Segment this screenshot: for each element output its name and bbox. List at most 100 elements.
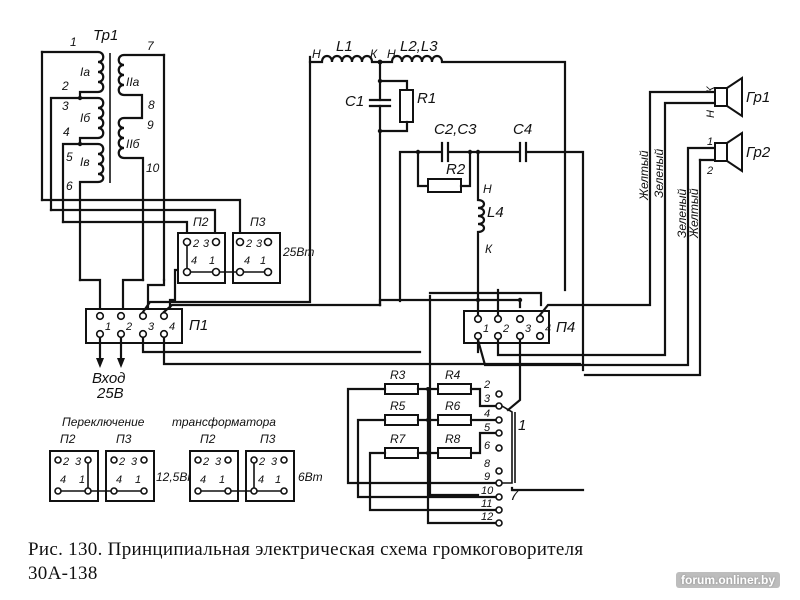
input-arrow-icon — [117, 358, 125, 368]
r8-label: R8 — [445, 432, 461, 446]
attenuator-network: R3 R4 R5 R6 R7 R8 2 3 4 5 6 8 9 10 11 12 — [346, 368, 585, 527]
switch-p4: П4 1 2 3 4 — [378, 90, 717, 497]
wire — [368, 451, 497, 512]
switch-p1: П1 1 2 3 4 Вход 25В — [85, 55, 582, 402]
contact-label: 3 — [256, 238, 263, 250]
contact-label: 3 — [203, 238, 210, 250]
contact-label: 4 — [545, 323, 551, 335]
winding-ia — [40, 50, 105, 99]
variant-power-label: 6Вт — [298, 470, 323, 484]
resistor-r3 — [384, 383, 419, 395]
wire — [49, 96, 82, 212]
wiper-1 — [501, 405, 513, 484]
svg-text:2: 2 — [62, 456, 69, 468]
wire — [378, 79, 409, 92]
winding-ib — [78, 96, 105, 145]
contact-label: 3 — [148, 321, 155, 333]
switching-title-left: Переключение — [62, 415, 145, 429]
winding-ia-label: Iа — [80, 65, 90, 79]
wire-yellow-gr1 — [538, 90, 717, 317]
wire — [428, 294, 480, 497]
contact-label: 1 — [483, 323, 489, 335]
contact-label: 1 — [260, 255, 266, 267]
c1-label: C1 — [345, 93, 364, 110]
wire-color-label: Зеленый — [652, 148, 666, 198]
wire — [61, 220, 189, 237]
speaker-icon — [726, 76, 743, 118]
contact-label: 1 — [105, 321, 111, 333]
pin-3-label: 3 — [62, 99, 69, 113]
speaker-gr1: Гр1 К Н Желтый Зеленый — [637, 76, 770, 201]
svg-text:1: 1 — [219, 474, 225, 486]
rotary-switch-contacts — [495, 390, 503, 527]
l4-start-mark: Н — [483, 182, 492, 196]
resistor-r8 — [437, 447, 472, 459]
wire-green-gr2 — [476, 146, 717, 367]
pin-7-label: 7 — [147, 39, 155, 53]
p4-terminals — [473, 314, 545, 341]
winding-iv — [78, 142, 105, 282]
c23-label: C2,C3 — [434, 121, 477, 138]
wire-color-label: Желтый — [637, 150, 651, 201]
r5-label: R5 — [390, 399, 406, 413]
position-label: 6 — [484, 440, 491, 452]
input-label: Вход — [92, 370, 125, 387]
speaker-gr2-label: Гр2 — [746, 144, 771, 161]
contact-label: 3 — [525, 323, 532, 335]
position-label: 12 — [481, 511, 493, 523]
wire — [121, 278, 145, 317]
transformer-switching-legend: Переключение трансформатора П2 П3 12,5Вт… — [49, 415, 323, 502]
input-voltage-label: 25В — [96, 385, 124, 402]
svg-text:4: 4 — [60, 474, 66, 486]
contact-label: 4 — [244, 255, 250, 267]
c4-label: C4 — [513, 121, 532, 138]
contact-label: 2 — [245, 238, 252, 250]
resistor-r1 — [399, 89, 414, 123]
gr2-pin-2: 2 — [706, 165, 713, 177]
wire — [141, 55, 312, 314]
wire — [78, 278, 102, 317]
position-label: 9 — [484, 471, 490, 483]
position-label: 8 — [484, 458, 491, 470]
winding-iia-label: IIа — [126, 75, 140, 89]
pin-1-label: 1 — [70, 35, 77, 49]
pin-8-label: 8 — [148, 98, 155, 112]
wire — [61, 142, 82, 224]
switch-p3-label: П3 — [250, 215, 266, 229]
position-label: 5 — [484, 422, 491, 434]
r3-label: R3 — [390, 368, 406, 382]
wiper-1-label: 1 — [518, 417, 526, 434]
wire — [469, 387, 497, 408]
wire — [510, 486, 585, 492]
caption-line-2: 30А-138 — [28, 563, 98, 584]
winding-iib-label: IIб — [126, 137, 141, 151]
winding-iia — [117, 53, 166, 282]
wire — [428, 291, 543, 307]
variant-12-5w: П2 П3 12,5Вт — [49, 432, 197, 502]
winding-ib-label: Iб — [80, 111, 91, 125]
input-arrow-icon — [96, 358, 104, 368]
p1-terminals — [95, 311, 169, 339]
gr1-pin-k: К — [705, 86, 717, 93]
wire-color-label: Зеленый — [675, 188, 689, 238]
speaker-gr1-label: Гр1 — [746, 89, 770, 106]
svg-text:4: 4 — [258, 474, 264, 486]
switching-title-right: трансформатора — [172, 415, 276, 429]
wire — [346, 387, 497, 485]
switch-p4-label: П4 — [556, 319, 575, 336]
variant-6w: П2 П3 6Вт — [189, 432, 323, 502]
wire — [162, 336, 582, 366]
pin-10-label: 10 — [146, 161, 160, 175]
wire — [141, 336, 422, 354]
l23-start-mark: Н — [387, 47, 396, 61]
wire — [469, 431, 497, 455]
pin-5-label: 5 — [66, 150, 73, 164]
contact-label: 2 — [502, 323, 509, 335]
position-label: 10 — [481, 485, 494, 497]
switch-p1-label: П1 — [189, 317, 208, 334]
svg-text:4: 4 — [116, 474, 122, 486]
speaker-gr2: Гр2 1 2 Зеленый Желтый — [675, 131, 771, 239]
variant-power-label: 12,5Вт — [156, 470, 197, 484]
svg-text:1: 1 — [135, 474, 141, 486]
